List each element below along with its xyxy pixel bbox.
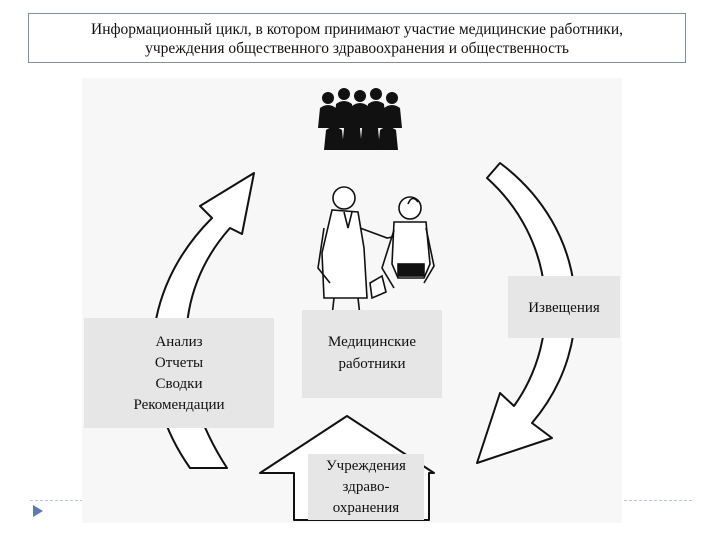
institutions-line-2: здраво- <box>343 479 390 495</box>
medical-workers-node: Медицинские работники <box>302 310 442 398</box>
analysis-node: Анализ Отчеты Сводки Рекомендации <box>84 318 274 428</box>
triangle-bullet-icon <box>33 505 43 517</box>
notices-label: Извещения <box>528 300 600 316</box>
analysis-line-1: Анализ <box>155 334 202 350</box>
notices-node: Извещения <box>508 276 620 338</box>
slide-title: Информационный цикл, в котором принимают… <box>28 13 686 63</box>
cycle-arrow-right <box>476 162 577 464</box>
information-cycle-diagram: Анализ Отчеты Сводки Рекомендации Медици… <box>82 78 622 523</box>
institutions-node: Учреждения здраво- охранения <box>308 454 424 520</box>
crowd-icon <box>318 88 402 150</box>
analysis-line-2: Отчеты <box>155 355 203 371</box>
analysis-line-3: Сводки <box>156 376 203 392</box>
medical-line-2: работники <box>338 356 405 372</box>
medical-line-1: Медицинские <box>328 334 416 350</box>
title-line-2: учреждения общественного здравоохранения… <box>145 40 569 57</box>
title-line-1: Информационный цикл, в котором принимают… <box>91 21 623 38</box>
analysis-line-4: Рекомендации <box>133 397 224 413</box>
doctor-examining-patient-icon <box>317 186 435 317</box>
institutions-line-1: Учреждения <box>326 458 406 474</box>
institutions-line-3: охранения <box>333 500 400 516</box>
